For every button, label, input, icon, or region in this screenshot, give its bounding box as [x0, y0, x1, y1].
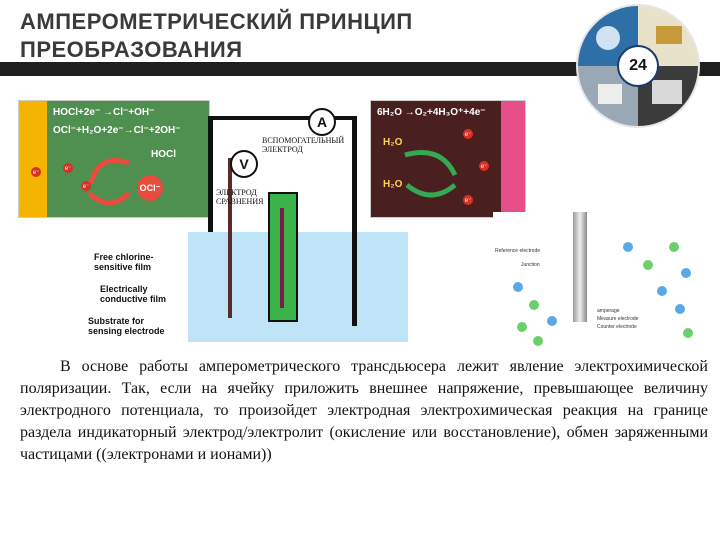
reaction-zone — [47, 101, 209, 217]
body-paragraph: В основе работы амперометрического транс… — [20, 358, 708, 463]
electron-1: e⁻ — [31, 167, 41, 177]
ion-1 — [513, 282, 523, 292]
reference-core — [280, 208, 284, 308]
ammeter: A — [308, 108, 336, 136]
sensor-probe — [573, 212, 587, 322]
electron-r1: e⁻ — [463, 129, 473, 139]
reaction-arrows — [87, 158, 131, 206]
ion-3 — [547, 316, 557, 326]
hocl-label: HOCl — [151, 149, 176, 160]
electron-2: e⁻ — [63, 163, 73, 173]
reduction-equation-2: OCl⁻+H₂O+2e⁻→Cl⁻+2OH⁻ — [53, 125, 181, 136]
oxidation-equation: 6H₂O →O₂+4H₃O⁺+4e⁻ — [377, 107, 486, 118]
sensing-electrode — [228, 158, 232, 318]
ion-8 — [669, 242, 679, 252]
reaction-zone-right — [371, 101, 501, 217]
sensor-schematic: Reference electrode Junction amperage Me… — [493, 212, 702, 352]
electrode-strip — [19, 101, 47, 217]
amperage-label: amperage — [597, 308, 620, 314]
reduction-equation-1: HOCl+2e⁻ →Cl⁻+OH⁻ — [53, 107, 155, 118]
layer-label-2: Electrically conductive film — [100, 284, 167, 304]
h2o-label-2: H₂O — [383, 179, 403, 190]
ion-2 — [529, 300, 539, 310]
h2o-label-1: H₂O — [383, 137, 403, 148]
slide-title: АМПЕРОМЕТРИЧЕСКИЙ ПРИНЦИП ПРЕОБРАЗОВАНИЯ — [20, 9, 413, 62]
voltmeter: V — [230, 150, 258, 178]
wire-left — [208, 116, 213, 232]
slide-number-badge: 24 — [578, 6, 698, 126]
ion-5 — [533, 336, 543, 346]
wire-top — [208, 116, 356, 120]
electron-r2: e⁻ — [479, 161, 489, 171]
reduction-reaction-panel: HOCl+2e⁻ →Cl⁻+OH⁻ OCl⁻+H₂O+2e⁻→Cl⁻+2OH⁻ … — [18, 100, 210, 218]
slide-number: 24 — [617, 45, 659, 87]
electron-r3: e⁻ — [463, 195, 473, 205]
reference-electrode-label-en: Reference electrode — [495, 248, 541, 254]
ion-7 — [643, 260, 653, 270]
layer-label-1: Free chlorine- sensitive film — [94, 252, 154, 272]
layer-label-3: Substrate for sensing electrode — [88, 316, 165, 336]
junction-label: Junction — [521, 262, 540, 268]
electrolyte-beaker — [188, 232, 408, 342]
measure-electrode-label: Measure electrode — [597, 316, 639, 322]
ion-12 — [683, 328, 693, 338]
oxidation-reaction-panel: 6H₂O →O₂+4H₃O⁺+4e⁻ H₂O H₂O e⁻ e⁻ e⁻ — [370, 100, 526, 218]
electron-3: e⁻ — [81, 181, 91, 191]
slide-header: АМПЕРОМЕТРИЧЕСКИЙ ПРИНЦИП ПРЕОБРАЗОВАНИЯ… — [0, 0, 720, 126]
ion-6 — [623, 242, 633, 252]
ion-11 — [675, 304, 685, 314]
reference-electrode-label: ЭЛЕКТРОД СРАВНЕНИЯ — [216, 188, 264, 206]
amperometric-diagram: HOCl+2e⁻ →Cl⁻+OH⁻ OCl⁻+H₂O+2e⁻→Cl⁻+2OH⁻ … — [18, 92, 702, 352]
electrode-strip-right — [501, 101, 525, 217]
ocl-ion: OCl⁻ — [137, 175, 163, 201]
ion-9 — [681, 268, 691, 278]
ion-10 — [657, 286, 667, 296]
counter-electrode-label: Counter electrode — [597, 324, 637, 330]
aux-electrode-label: ВСПОМОГАТЕЛЬНЫЙ ЭЛЕКТРОД — [262, 136, 345, 154]
oxidation-arrows — [404, 150, 458, 198]
header-band — [0, 62, 720, 76]
ion-4 — [517, 322, 527, 332]
aux-electrode — [352, 116, 357, 326]
